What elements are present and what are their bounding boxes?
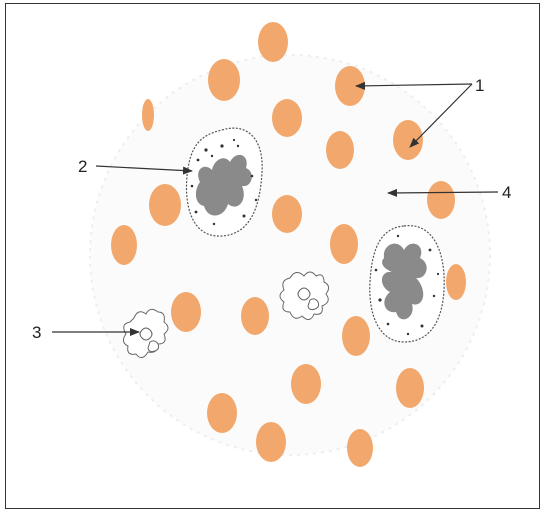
label-2: 2 [78,157,87,176]
red-blood-cell [149,184,181,226]
red-blood-cell [393,120,423,160]
label-4: 4 [502,183,511,202]
red-blood-cell [207,393,237,433]
red-blood-cell [241,297,269,335]
red-blood-cell [291,364,321,404]
label-1: 1 [475,76,484,95]
red-blood-cell [272,99,302,137]
label-3: 3 [32,323,41,342]
red-blood-cell [396,368,424,408]
red-blood-cell [446,264,466,300]
red-blood-cell [258,22,288,62]
red-blood-cell [272,195,302,233]
red-blood-cell [111,225,137,265]
red-blood-cell [256,422,286,462]
red-blood-cell [171,292,201,332]
red-blood-cell [208,59,240,101]
red-blood-cell [347,429,373,467]
white-blood-cell [370,226,444,342]
red-blood-cell [330,224,358,264]
red-blood-cell [142,99,154,131]
red-blood-cell [342,316,370,356]
red-blood-cell [326,131,354,169]
red-blood-cell [427,181,455,219]
